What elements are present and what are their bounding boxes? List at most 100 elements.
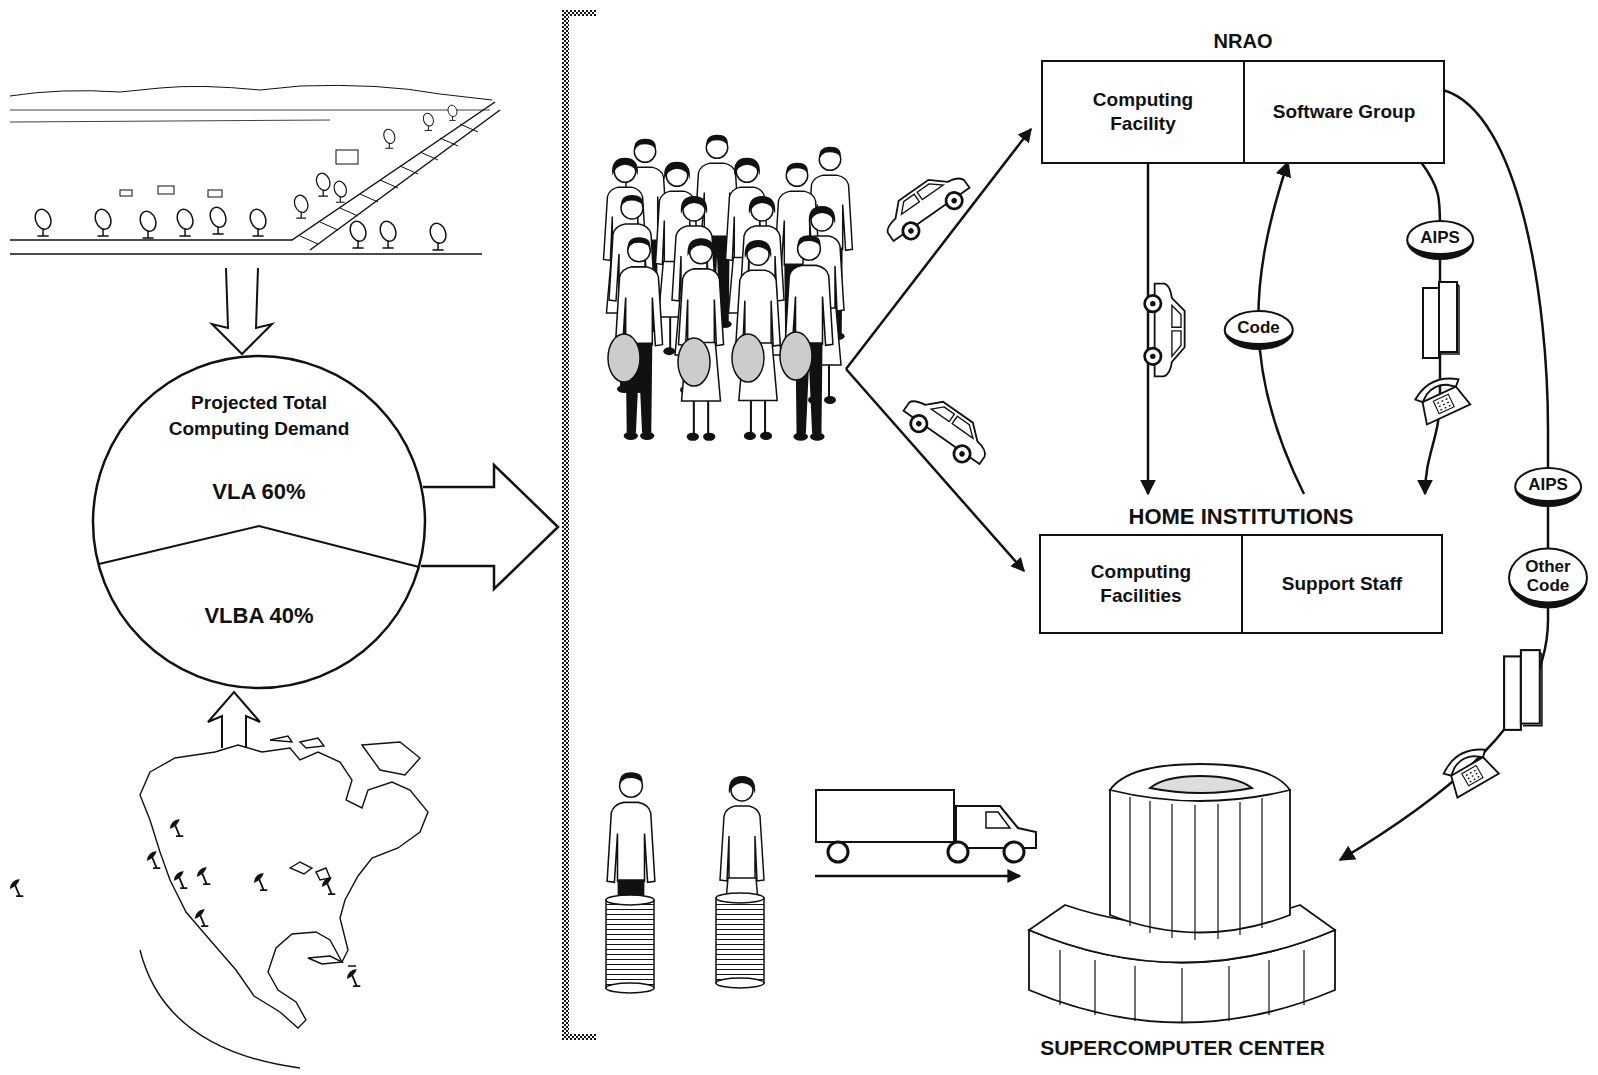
vla-dishes [382, 128, 397, 149]
north-america-map [140, 950, 300, 1068]
bracket [562, 10, 596, 16]
astronomer-crowd [604, 135, 853, 441]
vlba-sites [322, 877, 336, 894]
node-cell: Computing Facilities [1041, 536, 1241, 632]
box-label: Software Group [1273, 100, 1416, 124]
phone-icon [1412, 372, 1471, 425]
truck [986, 812, 1010, 828]
node-headed: Computing Facility Software Group NRAO [1041, 24, 1445, 164]
vla-array [208, 190, 222, 197]
vlba-sites [347, 969, 361, 986]
connector [1340, 90, 1548, 860]
vla-dishes [348, 219, 369, 248]
vla-array [120, 190, 132, 196]
vla-dishes [292, 193, 310, 218]
label-slot: Other Code [1508, 548, 1588, 609]
vla-array [310, 110, 500, 250]
tape-carriers [606, 983, 654, 993]
input-arrows [208, 692, 260, 748]
divider-line [99, 526, 419, 567]
vlba-sites [254, 873, 267, 890]
vla-dishes [175, 207, 196, 236]
text-slot: VLA 60% [149, 478, 369, 506]
vla-array [10, 120, 330, 122]
box-label: Computing Facility [1083, 88, 1203, 136]
cray-supercomputer [1110, 790, 1290, 933]
astronomer-crowd [678, 238, 723, 441]
books-icon [1423, 282, 1459, 358]
vlba-sites [195, 909, 209, 926]
media-disk-label: AIPS [1406, 220, 1474, 260]
vla-array [10, 102, 495, 240]
share-label: VLBA 40% [149, 602, 369, 630]
vla-array [336, 150, 358, 164]
tape-carriers [606, 895, 654, 905]
media-disk-label: AIPS [1514, 467, 1582, 507]
vla-dishes [33, 104, 459, 250]
vlba-sites [174, 871, 188, 888]
tape-carriers [716, 978, 764, 988]
truck [948, 842, 968, 862]
vla-array [10, 110, 490, 111]
vla-array [158, 186, 174, 194]
car-icon [1145, 284, 1185, 377]
truck [815, 790, 1036, 876]
node-cray: SUPERCOMPUTER CENTER [1025, 765, 1340, 1065]
vla-dishes [138, 209, 159, 238]
vlba-sites [147, 851, 161, 868]
vla-dishes [378, 219, 399, 248]
media-disk-label: Code [1223, 310, 1294, 350]
input-arrows [212, 268, 272, 354]
cray-supercomputer [1110, 764, 1290, 801]
north-america-map [140, 736, 428, 1068]
node-box: Computing Facility Software Group [1041, 60, 1445, 164]
tape-carriers [716, 898, 764, 983]
crowd-arrows [846, 129, 1031, 571]
astronomer-crowd [678, 338, 710, 386]
media-disk-label: Other Code [1508, 548, 1588, 609]
phone-icon [1412, 372, 1471, 425]
node-cell: Support Staff [1241, 536, 1441, 632]
vla-dishes [422, 112, 436, 131]
tape-carriers [606, 772, 764, 993]
cray-supercomputer [1060, 950, 1304, 1023]
truck [815, 875, 1020, 878]
car-icon [898, 386, 997, 472]
input-arrows [421, 465, 558, 589]
text-slot: SUPERCOMPUTER CENTER [1025, 1035, 1340, 1061]
circle-outline [93, 356, 425, 688]
bracket [562, 10, 569, 1040]
vlba-sites [10, 819, 361, 986]
vla-dishes [33, 207, 54, 236]
vla-dishes [428, 221, 449, 250]
vla-array [10, 253, 482, 255]
vla-dishes [314, 171, 332, 196]
books-icon [1504, 650, 1542, 730]
vla-array [10, 85, 500, 254]
truck [1004, 842, 1024, 862]
vla-dishes [208, 205, 229, 234]
box-label: Support Staff [1282, 572, 1402, 596]
north-america-map [308, 956, 356, 966]
astronomer-crowd [732, 334, 764, 382]
car-icon [876, 163, 975, 249]
edge-label-slot: AIPS [1514, 467, 1582, 507]
box-label: Computing Facilities [1081, 560, 1201, 608]
car-icon [876, 163, 975, 249]
bracket [562, 10, 596, 1040]
phone-icon [1440, 743, 1499, 798]
facility-label: SUPERCOMPUTER CENTER [1025, 1035, 1340, 1061]
edge-label-slot: Code [1223, 310, 1294, 350]
node-cell: Software Group [1243, 62, 1443, 162]
vla-dishes [446, 104, 458, 121]
vlba-sites [10, 879, 23, 896]
group-heading: NRAO [1041, 24, 1445, 54]
edge-label-slot: AIPS [1406, 220, 1474, 260]
tape-carriers [606, 900, 654, 988]
vla-dishes [332, 179, 349, 202]
connector [1147, 162, 1150, 494]
astronomer-crowd [608, 334, 640, 382]
cray-supercomputer [1150, 776, 1252, 793]
truck [816, 790, 954, 842]
node-headed: Computing FacilitiesSupport StaffHOME IN… [1039, 494, 1443, 634]
